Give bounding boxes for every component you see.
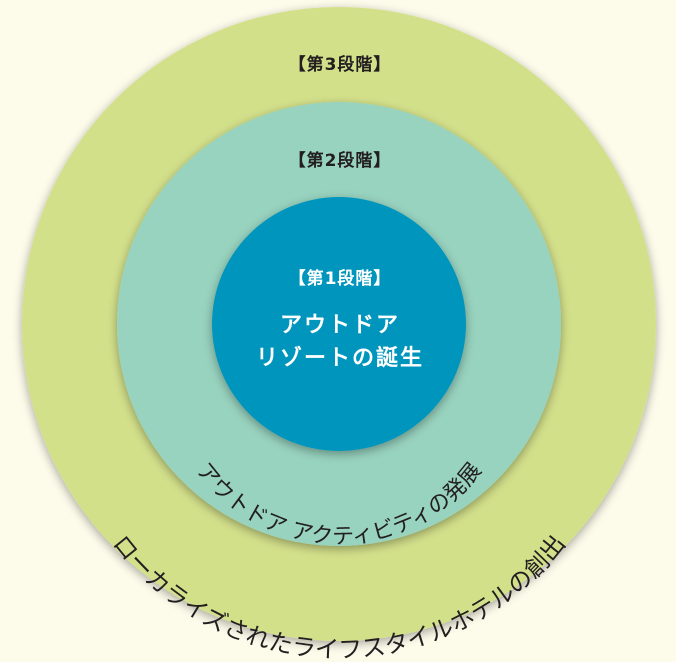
stage-1-circle [212,197,466,451]
stage-1-line-1: アウトドア [279,313,400,338]
stage-1-line-2: リゾートの誕生 [255,346,424,371]
stage-3-label: 【第3段階】 [288,55,392,75]
stage-1-label: 【第1段階】 [288,269,392,289]
stage-2-label: 【第2段階】 [288,151,392,171]
